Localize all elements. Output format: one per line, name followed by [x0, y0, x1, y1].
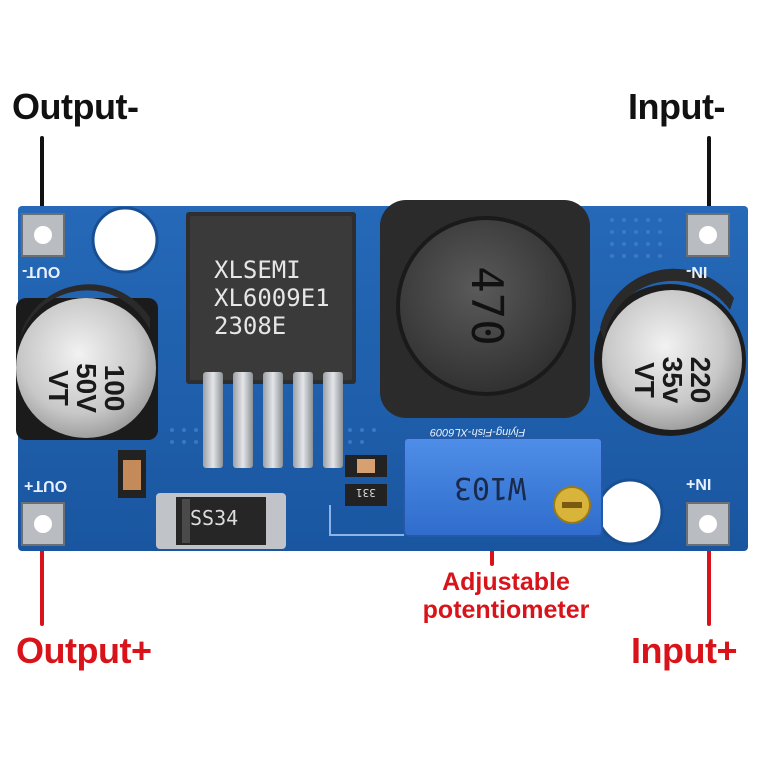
cap-right-marking: 220 35v VT: [629, 314, 716, 446]
silk-out-minus: OUT-: [22, 263, 61, 280]
ss34-diode: [156, 493, 286, 549]
cap-left-voltage: 50V: [71, 363, 102, 413]
potentiometer-label-line2: potentiometer: [422, 596, 590, 624]
cap-right-series: VT: [629, 362, 660, 398]
capacitor-left: [16, 284, 158, 440]
cap-right-value: 220: [685, 356, 716, 404]
input-plus-label: Input+: [631, 630, 737, 671]
silkscreen-trace: [329, 505, 404, 536]
input-minus-label: Input-: [628, 86, 725, 127]
silk-in-plus: IN+: [686, 475, 712, 492]
output-plus-label: Output+: [16, 630, 152, 671]
output-plus-leader: [40, 526, 44, 626]
mount-hole-bottom-right: [596, 478, 664, 546]
via-dots: [170, 218, 662, 444]
xl6009-chip: [186, 212, 356, 384]
cap-left-value: 100: [99, 364, 130, 412]
chip-line3: 2308E: [214, 312, 287, 340]
potentiometer: [403, 437, 603, 537]
pot-code: W103: [453, 470, 527, 505]
silk-out-plus: OUT+: [24, 477, 68, 494]
cap-left-series: VT: [43, 370, 74, 406]
chip-pins: [203, 372, 343, 468]
silk-in-minus: IN-: [686, 263, 708, 280]
input-minus-leader: [707, 136, 711, 226]
chip-line2: XL6009E1: [214, 284, 330, 312]
diode-code: SS34: [190, 506, 239, 530]
pad-in-minus: [686, 213, 730, 257]
capacitor-right: [594, 268, 746, 436]
chip-line1: XLSEMI: [214, 256, 301, 284]
pad-out-plus: [21, 502, 65, 546]
inductor: [380, 200, 590, 418]
mount-hole-top-left: [91, 206, 159, 274]
output-minus-label: Output-: [12, 86, 139, 127]
input-plus-leader: [707, 526, 711, 626]
inductor-code: 470: [461, 266, 512, 346]
silk-module-id: Flying-Fish-XL6009: [430, 426, 526, 438]
cap-left-marking: 100 50V VT: [43, 322, 130, 454]
chip-marking: XLSEMI XL6009E1 2308E: [214, 256, 330, 340]
pad-in-plus: [686, 502, 730, 546]
cap-right-voltage: 35v: [657, 356, 688, 404]
resistor-code: 331: [356, 486, 376, 499]
pad-out-minus: [21, 213, 65, 257]
potentiometer-label: Adjustable potentiometer: [396, 568, 616, 624]
smd-components: [118, 450, 387, 506]
output-minus-leader: [40, 136, 44, 226]
potentiometer-label-line1: Adjustable: [442, 568, 570, 596]
